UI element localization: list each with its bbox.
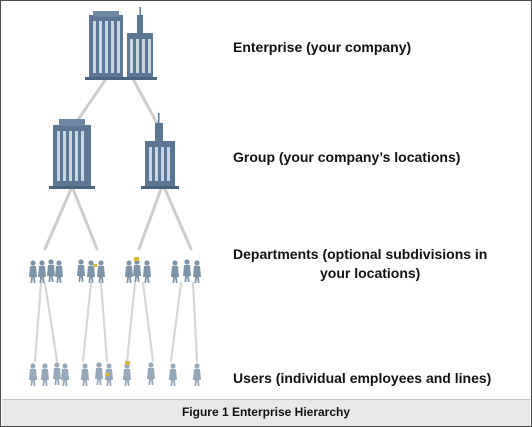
enterprise-buildings-icon (85, 7, 157, 80)
users-level-label: Users (individual employees and lines) (233, 370, 492, 386)
enterprise-level-label: Enterprise (your company) (233, 39, 412, 55)
figure-caption: Figure 1 Enterprise Hierarchy (181, 405, 351, 419)
departments-label-line2: your locations) (320, 265, 421, 281)
group-building-left-icon (49, 119, 95, 189)
user-people-icons (29, 361, 201, 386)
caption-bar: Figure 1 Enterprise Hierarchy (2, 399, 530, 426)
group-building-right-icon (141, 113, 179, 189)
group-level-label: Group (your company’s locations) (233, 149, 461, 165)
department-people-icons (29, 257, 201, 283)
hierarchy-diagram (29, 7, 201, 386)
departments-level-label: Departments (optional subdivisions in yo… (233, 245, 487, 283)
connector-lines (33, 77, 199, 363)
departments-label-line1: Departments (optional subdivisions in (233, 246, 488, 262)
